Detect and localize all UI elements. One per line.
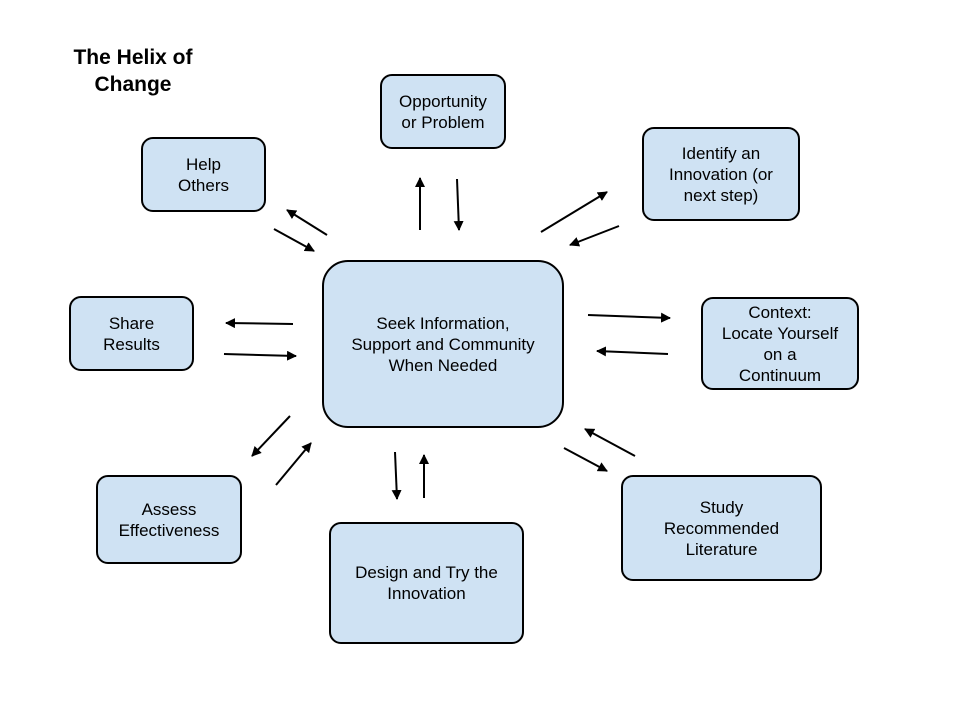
arrow-center-to-design — [391, 451, 402, 500]
arrow-context-to-center — [596, 346, 669, 357]
node-opportunity-or-problem: Opportunity or Problem — [380, 74, 506, 149]
arrow-assess-to-center — [275, 442, 312, 486]
arrow-center-to-identify — [540, 191, 608, 233]
arrow-share-to-center — [223, 350, 297, 361]
arrow-center-to-help — [286, 209, 328, 236]
arrow-opportunity-to-center — [453, 178, 464, 231]
node-assess-effectiveness: Assess Effectiveness — [96, 475, 242, 564]
arrow-center-to-context — [587, 312, 671, 323]
diagram-title: The Helix of Change — [73, 46, 193, 96]
arrow-help-to-center — [273, 228, 315, 252]
node-seek-information: Seek Information, Support and Community … — [322, 260, 564, 428]
arrow-study-to-center — [584, 428, 636, 457]
node-study-literature: Study Recommended Literature — [621, 475, 822, 581]
arrow-center-to-study — [563, 447, 608, 472]
node-share-results: Share Results — [69, 296, 194, 371]
arrow-center-to-assess — [251, 415, 291, 457]
node-design-and-try: Design and Try the Innovation — [329, 522, 524, 644]
node-help-others: Help Others — [141, 137, 266, 212]
node-identify-innovation: Identify an Innovation (or next step) — [642, 127, 800, 221]
arrow-center-to-share — [225, 318, 294, 329]
arrow-identify-to-center — [569, 225, 620, 247]
node-context-continuum: Context: Locate Yourself on a Continuum — [701, 297, 859, 390]
